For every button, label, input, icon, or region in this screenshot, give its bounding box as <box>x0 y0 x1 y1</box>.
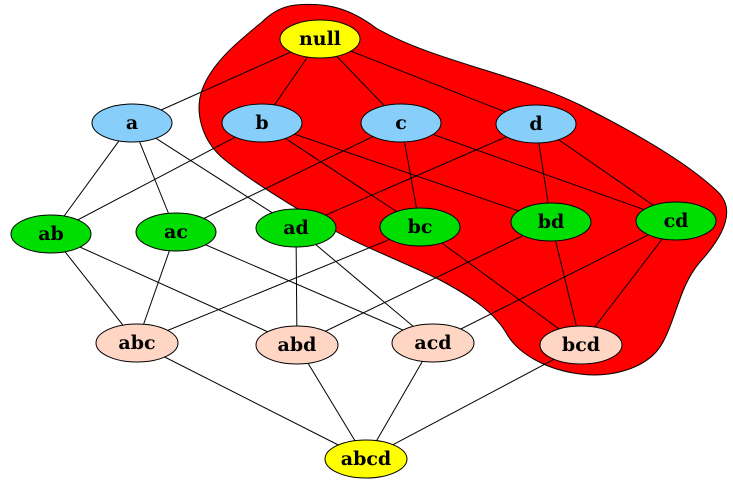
node-abcd-shape <box>324 439 408 479</box>
node-ab-shape <box>10 214 92 254</box>
edge-cd-bcd <box>580 220 677 346</box>
node-acd-label: acd <box>414 332 451 354</box>
node-abd: abd <box>255 325 339 365</box>
edge-acd-abcd <box>365 342 434 460</box>
node-ad-shape <box>255 208 337 248</box>
highlighted-region <box>198 3 728 376</box>
node-bcd-shape <box>539 325 623 365</box>
node-abc: abc <box>95 323 179 363</box>
node-abd-label: abd <box>278 334 317 356</box>
node-bd-shape <box>510 202 592 242</box>
node-c-shape <box>360 103 442 143</box>
edge-bd-bcd <box>550 221 582 346</box>
node-abcd-label: abcd <box>341 448 391 470</box>
node-ab-label: ab <box>38 223 64 245</box>
edge-abd-abcd <box>296 344 367 460</box>
edge-a-ab <box>50 122 133 235</box>
edge-ad-abd <box>295 227 298 346</box>
node-bc-shape <box>379 207 461 247</box>
node-bd: bd <box>510 202 592 242</box>
edge-null-a <box>131 38 321 124</box>
node-b-label: b <box>255 112 268 134</box>
edge-ab-abd <box>50 233 298 346</box>
node-ac-label: ac <box>164 221 188 243</box>
edge-bcd-abcd <box>365 344 582 460</box>
node-cd: cd <box>635 201 717 241</box>
node-ad: ad <box>255 208 337 248</box>
node-b: b <box>221 103 303 143</box>
node-ad-label: ad <box>283 217 309 239</box>
node-null-label: null <box>299 28 341 50</box>
edge-bc-bcd <box>419 226 582 346</box>
node-acd-shape <box>391 323 475 363</box>
node-bc-label: bc <box>408 216 433 238</box>
node-bcd: bcd <box>539 325 623 365</box>
node-c-label: c <box>395 112 407 134</box>
node-ac: ac <box>135 212 217 252</box>
node-abc-shape <box>95 323 179 363</box>
edge-b-ab <box>50 122 263 235</box>
node-abc-label: abc <box>118 332 155 354</box>
edge-bd-abd <box>296 221 552 346</box>
node-ac-shape <box>135 212 217 252</box>
edge-ad-acd <box>295 227 434 344</box>
edge-b-bd <box>261 122 552 223</box>
node-a-label: a <box>126 112 138 134</box>
node-c: c <box>360 103 442 143</box>
node-bcd-label: bcd <box>562 334 600 356</box>
node-acd: acd <box>391 323 475 363</box>
node-cd-shape <box>635 201 717 241</box>
edge-c-cd <box>400 122 677 222</box>
node-a: a <box>91 103 173 143</box>
node-abcd: abcd <box>324 439 408 479</box>
edge-null-d <box>319 38 537 125</box>
node-a-shape <box>91 103 173 143</box>
edge-d-ad <box>295 123 537 229</box>
edge-bc-abc <box>136 226 421 344</box>
node-d-label: d <box>529 113 542 135</box>
edge-b-bc <box>261 122 421 228</box>
node-null-shape <box>279 19 361 59</box>
node-b-shape <box>221 103 303 143</box>
edge-cd-acd <box>432 220 677 344</box>
node-ab: ab <box>10 214 92 254</box>
node-d-shape <box>495 104 577 144</box>
node-bd-label: bd <box>538 211 565 233</box>
edge-ac-acd <box>175 231 434 344</box>
edge-c-ac <box>175 122 402 233</box>
edge-a-ad <box>131 122 297 229</box>
node-null: null <box>279 19 361 59</box>
node-bc: bc <box>379 207 461 247</box>
node-d: d <box>495 104 577 144</box>
edge-abc-abcd <box>136 342 367 460</box>
edge-d-cd <box>535 123 677 222</box>
node-cd-label: cd <box>664 210 689 232</box>
node-abd-shape <box>255 325 339 365</box>
